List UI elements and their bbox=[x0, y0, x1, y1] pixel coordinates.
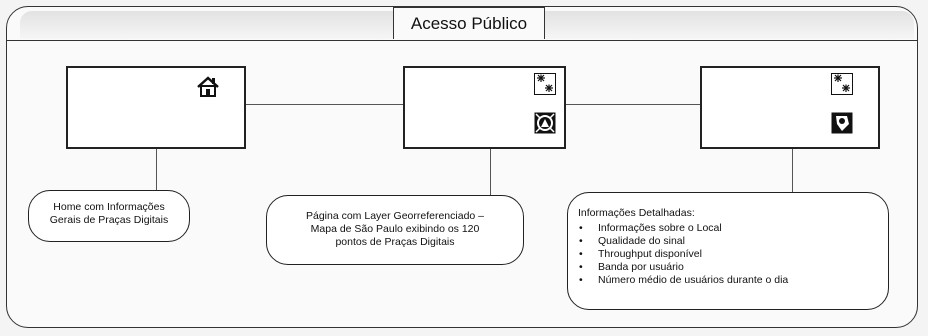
layers-icon bbox=[534, 73, 556, 95]
list-item: Número médio de usuários durante o dia bbox=[578, 274, 878, 287]
connector-map-callout bbox=[490, 148, 491, 196]
callout-line: pontos de Praças Digitais bbox=[335, 236, 455, 248]
connector-home-map bbox=[245, 104, 405, 105]
title-divider bbox=[6, 40, 918, 41]
list-item: Informações sobre o Local bbox=[578, 222, 878, 235]
callout-map: Página com Layer Georreferenciado – Mapa… bbox=[266, 195, 524, 265]
callout-home: Home com Informações Gerais de Praças Di… bbox=[28, 190, 190, 242]
list-item: Throughput disponível bbox=[578, 248, 878, 261]
globe-icon bbox=[534, 112, 556, 134]
layers-icon bbox=[831, 73, 853, 95]
callout-line: Home com Informações bbox=[53, 201, 165, 213]
connector-map-detail bbox=[565, 104, 701, 105]
page-box-detail bbox=[700, 66, 880, 149]
detail-list: Informações sobre o Local Qualidade do s… bbox=[578, 222, 878, 287]
pin-icon bbox=[831, 112, 853, 134]
home-icon bbox=[197, 76, 219, 97]
diagram-title: Acesso Público bbox=[393, 7, 545, 39]
callout-heading: Informações Detalhadas: bbox=[578, 207, 695, 219]
page-box-map bbox=[403, 66, 566, 149]
callout-detail: Informações Detalhadas: Informações sobr… bbox=[567, 192, 889, 310]
list-item: Banda por usuário bbox=[578, 261, 878, 274]
connector-home-callout bbox=[156, 148, 157, 192]
list-item: Qualidade do sinal bbox=[578, 235, 878, 248]
connector-detail-callout bbox=[792, 148, 793, 194]
callout-line: Página com Layer Georreferenciado – bbox=[305, 210, 485, 222]
callout-line: Gerais de Praças Digitais bbox=[49, 214, 169, 226]
callout-line: Mapa de São Paulo exibindo os 120 bbox=[310, 223, 480, 235]
page-box-home bbox=[66, 66, 246, 149]
